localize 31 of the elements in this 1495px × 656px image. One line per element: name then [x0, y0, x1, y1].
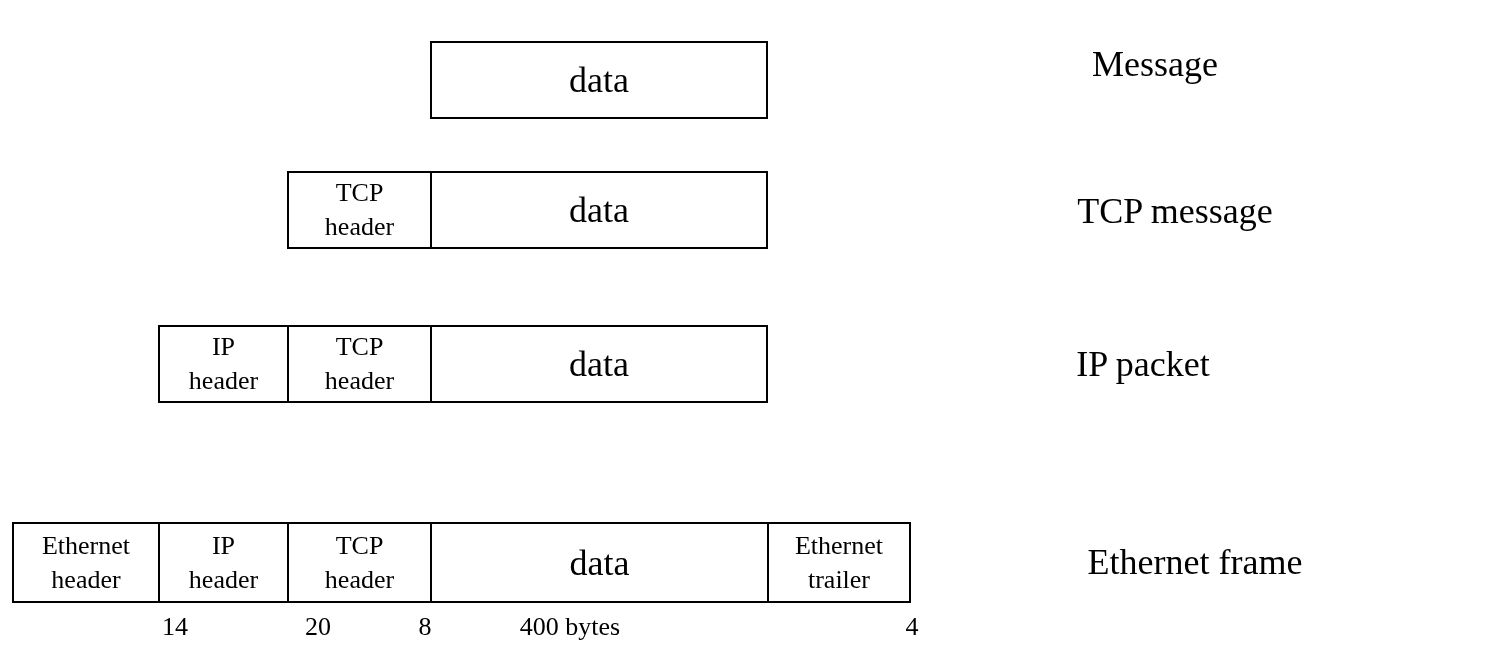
header-label: IP header	[188, 331, 259, 397]
layer-name: Ethernet frame	[1087, 544, 1303, 580]
payload-label: data	[569, 62, 629, 98]
byte-size-label: 20	[305, 614, 331, 640]
header-label: IP header	[188, 529, 259, 596]
payload-label: data	[569, 192, 629, 228]
header-label: Ethernet trailer	[794, 529, 884, 596]
layer-name: Message	[1092, 46, 1218, 82]
layer-name: TCP message	[1077, 193, 1273, 229]
packet-field-box	[430, 171, 768, 249]
layer-name: IP packet	[1076, 346, 1210, 382]
packet-field-box	[430, 41, 768, 119]
header-label: TCP header	[324, 529, 395, 596]
packet-field-box	[767, 522, 911, 603]
packet-field-box	[430, 325, 768, 403]
byte-size-label: 14	[162, 614, 188, 640]
packet-field-box	[287, 522, 432, 603]
header-label: TCP header	[324, 331, 395, 397]
packet-field-box	[287, 171, 432, 249]
payload-label: data	[569, 346, 629, 382]
header-label: TCP header	[324, 177, 395, 243]
byte-size-label: 400 bytes	[519, 614, 621, 640]
packet-field-box	[12, 522, 160, 603]
header-label: Ethernet header	[41, 529, 131, 596]
packet-field-box	[158, 325, 289, 403]
byte-size-label: 8	[418, 614, 432, 640]
byte-size-label: 4	[905, 614, 919, 640]
packet-field-box	[430, 522, 769, 603]
packet-field-box	[287, 325, 432, 403]
payload-label: data	[569, 544, 630, 581]
packet-field-box	[158, 522, 289, 603]
